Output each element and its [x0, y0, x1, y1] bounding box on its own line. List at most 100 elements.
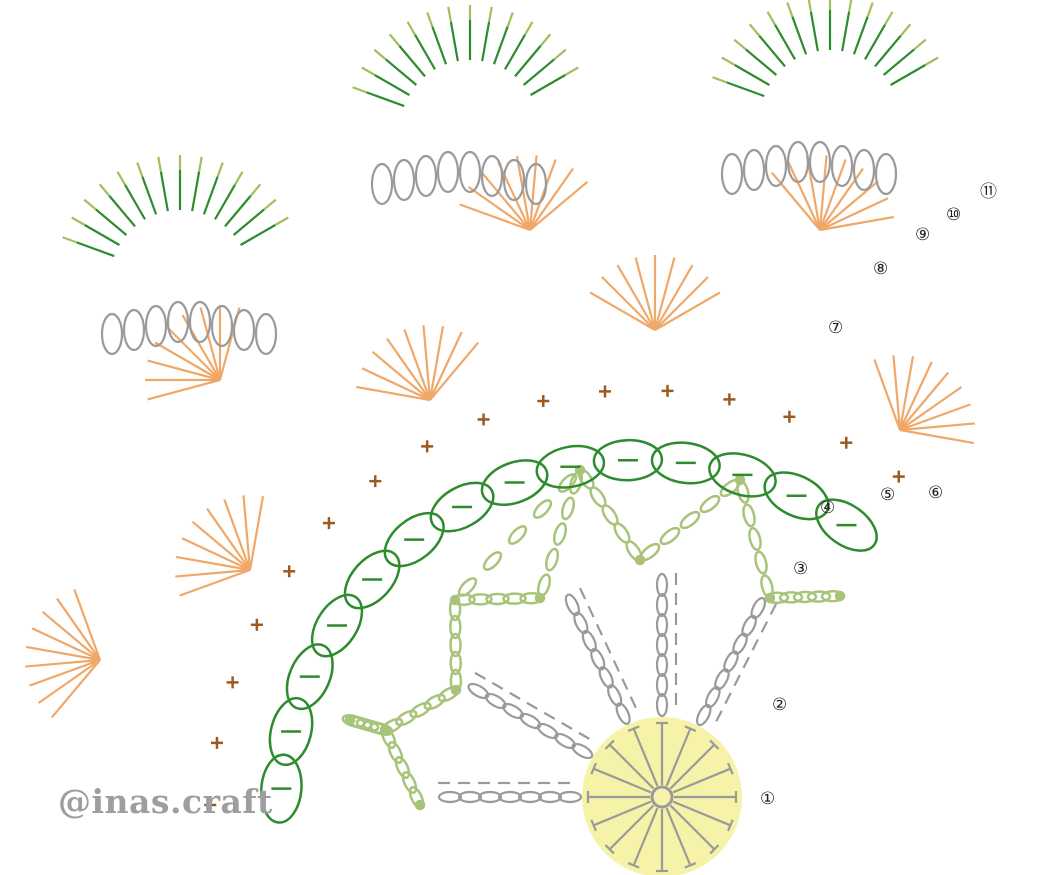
round-label-11: ⑪: [980, 182, 997, 202]
stitch-double-crochet-icon: [742, 656, 750, 669]
stitch-chain-icon: [655, 652, 669, 678]
stitch-double-crochet-icon: [524, 21, 534, 36]
stitch-double-crochet-icon: [422, 325, 432, 401]
stitch-chain-icon: [699, 494, 721, 514]
stitch-chain-icon: [742, 503, 756, 528]
stitch-double-crochet-icon: [76, 241, 115, 258]
stitch-double-crochet-icon: [529, 180, 589, 231]
stitch-chain-icon: [436, 150, 460, 194]
stitch-chain-icon: [564, 593, 580, 617]
stitch-double-crochet-icon: [899, 403, 971, 432]
leaf-icon: [268, 696, 314, 767]
stitch-double-crochet-icon: [447, 6, 452, 22]
stitch-double-crochet-icon: [352, 86, 368, 94]
stitch-double-crochet-icon: [199, 307, 222, 381]
stitch-double-crochet-icon: [593, 767, 652, 794]
stitch-chain-icon: [502, 592, 527, 605]
round-4-leaves: [259, 438, 878, 824]
stitch-double-crochet-icon: [528, 155, 538, 231]
stitch-double-crochet-icon: [791, 16, 808, 55]
stitch-double-crochet-icon: [429, 341, 480, 401]
stitch-double-crochet-icon: [787, 161, 821, 231]
stitch-double-crochet-icon: [898, 355, 915, 431]
stitch-double-crochet-icon: [522, 58, 555, 86]
stitch-chain-icon: [254, 312, 278, 356]
stitch-double-crochet-icon: [604, 641, 612, 654]
leaf-icon: [763, 471, 830, 521]
stitch-double-crochet-icon: [84, 224, 120, 246]
stitch-double-crochet-icon: [604, 739, 615, 750]
round-label-10: ⑩: [946, 205, 961, 225]
stitch-double-crochet-icon: [608, 804, 655, 851]
stitch-double-crochet-icon: [818, 159, 847, 231]
stitch-double-crochet-icon: [709, 739, 720, 750]
stitch-chain-icon: [741, 614, 757, 638]
leaf-icon: [259, 753, 303, 824]
stitch-double-crochet-icon: [608, 743, 655, 790]
stitch-chain-icon: [341, 714, 366, 728]
stitch-double-crochet-icon: [587, 605, 595, 618]
stitch-chain-icon: [188, 300, 212, 344]
stitch-chain-icon: [449, 650, 462, 676]
stitch-chain-icon: [655, 672, 669, 698]
stitch-double-crochet-icon: [179, 568, 251, 597]
stitch-double-crochet-icon: [653, 257, 676, 331]
leaf-icon: [480, 459, 549, 506]
stitch-double-crochet-icon: [616, 264, 656, 331]
stitch-double-crochet-icon: [492, 26, 509, 65]
stitch-double-crochet-icon: [361, 66, 376, 76]
stitch-double-crochet-icon: [37, 659, 101, 704]
stitch-double-crochet-icon: [819, 197, 889, 231]
stitch-chain-icon: [760, 574, 774, 599]
stitch-chain-icon: [497, 790, 523, 804]
stitch-chain-icon: [536, 722, 559, 740]
stitch-double-crochet-icon: [242, 495, 252, 571]
stitch-chain-icon: [502, 158, 526, 202]
stitch-chain-icon: [754, 550, 768, 575]
stitch-chain-icon: [742, 148, 766, 192]
stitch-chain-icon: [874, 152, 898, 196]
stitch-chain-icon: [590, 647, 606, 671]
stitch-double-crochet-icon: [590, 762, 597, 775]
round-3-chain-mesh: [341, 464, 846, 811]
stitch-double-crochet-icon: [366, 91, 405, 108]
stitch-double-crochet-icon: [899, 23, 912, 37]
stitch-double-crochet-icon: [248, 495, 265, 571]
stitch-double-crochet-icon: [899, 428, 975, 445]
stitch-double-crochet-icon: [240, 224, 276, 246]
stitch-chain-icon: [392, 158, 416, 202]
stitch-double-crochet-icon: [429, 331, 463, 401]
stitch-double-crochet-icon: [884, 11, 894, 26]
stitch-double-crochet-icon: [398, 45, 426, 78]
stitch-chain-icon: [122, 308, 146, 352]
stitch-double-crochet-icon: [166, 326, 221, 381]
stitch-chain-icon: [750, 596, 767, 620]
round-label-6: ⑥: [928, 483, 943, 503]
stitch-chain-icon: [517, 790, 543, 804]
stitch-double-crochet-icon: [480, 171, 531, 231]
stitch-double-crochet-icon: [202, 176, 219, 215]
stitch-double-crochet-icon: [147, 359, 221, 382]
stitch-double-crochet-icon: [488, 6, 493, 22]
stitch-double-crochet-icon: [874, 35, 902, 68]
stitch-double-crochet-icon: [848, 0, 853, 12]
stitch-double-crochet-icon: [56, 597, 101, 661]
leaf-icon: [343, 549, 401, 610]
stitch-chain-icon: [786, 140, 810, 184]
round-10-green-scallops: [62, 0, 939, 258]
stitch-double-crochet-icon: [514, 45, 542, 78]
stitch-double-crochet-icon: [627, 862, 640, 869]
stitch-double-crochet-icon: [509, 691, 521, 700]
stitch-double-crochet-icon: [564, 66, 579, 76]
stitch-double-crochet-icon: [769, 603, 778, 615]
stitch-chain-icon: [395, 709, 418, 727]
stitch-chain-icon: [544, 547, 560, 572]
stitch-double-crochet-icon: [899, 361, 933, 431]
stitch-chain-icon: [387, 741, 404, 764]
stitch-chain-icon: [655, 692, 669, 718]
stitch-double-crochet-icon: [214, 184, 236, 220]
stitch-double-crochet-icon: [216, 162, 224, 178]
stitch-chain-icon: [705, 686, 721, 709]
stitch-double-crochet-icon: [147, 378, 221, 401]
stitch-double-crochet-icon: [654, 264, 694, 331]
